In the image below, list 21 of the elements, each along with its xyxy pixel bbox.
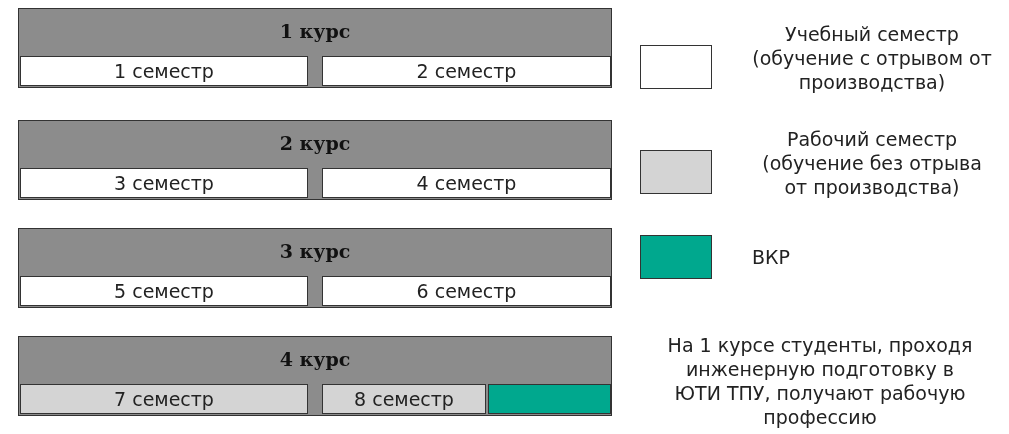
note-text: На 1 курсе студенты, проходя инженерную подготовку в ЮТИ ТПУ, получают рабочую профессию bbox=[666, 333, 974, 429]
semester-cell: 8 семестр bbox=[322, 384, 486, 414]
legend-text: Учебный семестр (обучение с отрывом от производства) bbox=[752, 22, 992, 94]
course-title: 1 курс bbox=[278, 19, 352, 44]
legend-text: Рабочий семестр (обучение без отрыва от производства) bbox=[761, 127, 983, 199]
course-title: 2 курс bbox=[278, 131, 352, 156]
course-band bbox=[18, 336, 612, 416]
course-title: 3 курс bbox=[278, 239, 352, 264]
thesis-block bbox=[488, 384, 611, 414]
semester-cell: 7 семестр bbox=[20, 384, 308, 414]
course-title: 4 курс bbox=[278, 347, 352, 372]
course-band bbox=[18, 8, 612, 88]
semester-cell: 2 семестр bbox=[322, 56, 611, 86]
course-band bbox=[18, 120, 612, 200]
course-band bbox=[18, 228, 612, 308]
semester-cell: 1 семестр bbox=[20, 56, 308, 86]
semester-cell: 6 семестр bbox=[322, 276, 611, 306]
legend-text: ВКР bbox=[752, 245, 790, 269]
semester-cell: 3 семестр bbox=[20, 168, 308, 198]
semester-cell: 5 семестр bbox=[20, 276, 308, 306]
semester-cell: 4 семестр bbox=[322, 168, 611, 198]
